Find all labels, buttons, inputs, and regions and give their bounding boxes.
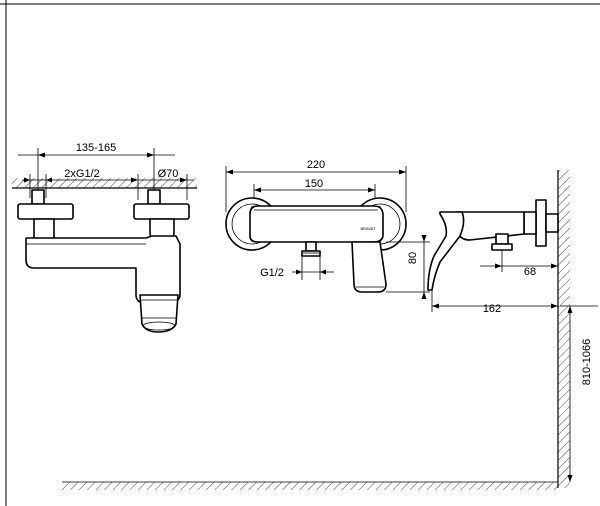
dim-label-projection: 162 [483,303,501,315]
front-view: 220 150 BRAVAT [225,159,430,299]
dim-label-mount-height: 810-1066 [581,339,593,386]
eccentric-right [133,189,190,243]
dimension-mount-height [560,305,598,482]
dimension-thread-left [22,174,132,198]
dim-label-spacing-front: 150 [305,178,323,190]
side-view: 68 162 810-1066 [62,170,598,490]
mixer-body-side [25,235,181,333]
dimension-width-front [225,166,407,212]
left-view: 135-165 2xG1/2 Ø70 [12,142,197,333]
wall-hatch-top-left [12,178,197,188]
mixer-body-front: BRAVAT [225,197,407,293]
dimension-depth-side [480,250,558,272]
dim-label-thread: 2xG1/2 [64,168,99,180]
floor-hatch [62,482,558,490]
dim-label-diameter: Ø70 [158,168,179,180]
dim-label-depth: 68 [524,266,536,278]
dimension-height-front [386,235,430,299]
dim-label-width: 220 [307,159,325,171]
dimension-diameter-left [131,174,194,200]
dim-label-spacing: 135-165 [76,142,116,154]
dim-label-height: 80 [407,252,419,264]
mixer-side-profile [427,199,559,291]
dim-label-outlet: G1/2 [260,267,284,279]
brand-mark: BRAVAT [360,226,376,231]
dimension-projection-side [431,290,558,312]
dimension-outlet-front [292,256,334,280]
wall-hatch-side [558,170,570,488]
